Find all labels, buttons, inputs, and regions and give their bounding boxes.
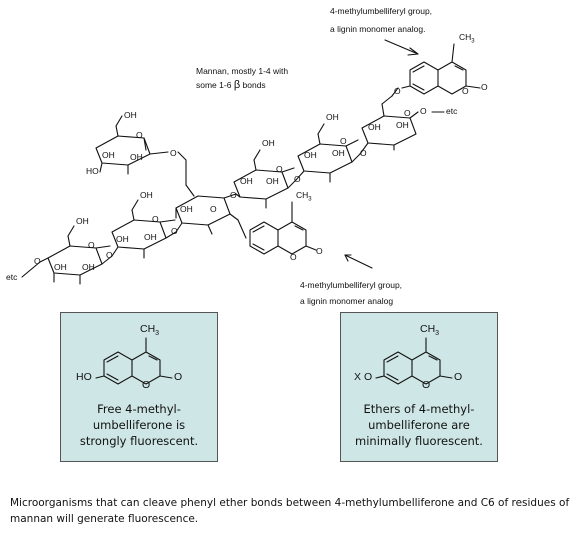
- o-atom-mid-ring: O: [290, 252, 297, 262]
- bottom-group-label-line2: a lignin monomer analog: [300, 296, 394, 306]
- ch3-label-top: CH3: [459, 32, 475, 45]
- top-coumarin: [401, 43, 481, 95]
- o-atom-ring-d: O: [210, 204, 217, 214]
- sugar-ring-c: [95, 115, 195, 197]
- oh-ring-e-2: OH: [266, 176, 279, 186]
- ether-ring-o-label: O: [422, 379, 431, 391]
- ether-box-line1: Ethers of 4-methyl-: [363, 402, 475, 416]
- ether-ch3-label: CH3: [420, 323, 440, 338]
- o-atom-link-ef: O: [294, 174, 301, 184]
- oh-ring-e-1: OH: [240, 176, 253, 186]
- oh-ring-g-2: OH: [396, 120, 409, 130]
- o-atom-link-fg: O: [360, 148, 367, 158]
- free-ho-label: HO: [76, 371, 92, 383]
- caption-text: Microorganisms that can cleave phenyl et…: [10, 497, 570, 525]
- top-group-label-line1: 4-methylumbelliferyl group,: [330, 6, 433, 16]
- o-atom-ring-g-link: O: [420, 106, 427, 116]
- oh-ring-a-c6: OH: [76, 216, 89, 226]
- free-box-line3: strongly fluorescent.: [79, 434, 199, 448]
- o-atom-link-cd: O: [170, 148, 177, 158]
- free-box-line2: umbelliferone is: [92, 418, 186, 432]
- o-atom-link-de: O: [230, 190, 237, 200]
- o-atom-ring-b: O: [152, 214, 159, 224]
- sugar-ring-d: [175, 193, 247, 239]
- middle-coumarin: [249, 201, 317, 255]
- free-ring-o-label: O: [142, 379, 151, 391]
- mannan-label-line1: Mannan, mostly 1-4 with: [196, 66, 289, 76]
- oh-ring-a-2: OH: [82, 262, 95, 272]
- sugar-ring-e: [233, 149, 297, 209]
- bottom-group-label-line1: 4-methylumbelliferyl group,: [300, 280, 403, 290]
- o-atom-link-bd: O: [171, 226, 178, 236]
- arrow-top: [384, 39, 419, 56]
- free-box-line1: Free 4-methyl-: [97, 402, 181, 416]
- ether-umbelliferone-box: Ethers of 4-methyl- umbelliferone are mi…: [340, 312, 498, 462]
- ho-ring-c: HO: [86, 166, 99, 176]
- oh-ring-f-1: OH: [304, 150, 317, 160]
- sugar-ring-b: [111, 199, 177, 259]
- oh-ring-b-c6: OH: [140, 190, 153, 200]
- free-carbonyl-o-label: O: [174, 371, 183, 383]
- oh-ring-b-2: OH: [144, 232, 157, 242]
- o-atom-top-ether: O: [394, 86, 401, 96]
- o-atom-ring-f: O: [340, 136, 347, 146]
- arrow-bottom: [344, 254, 373, 269]
- etc-label-bottom: etc: [6, 272, 18, 282]
- oh-ring-c-2: OH: [130, 152, 143, 162]
- mannan-label-line2: some 1-6 β bonds: [196, 79, 266, 91]
- o-atom-mid-carbonyl: O: [316, 246, 323, 256]
- o-atom-ring-g: O: [404, 108, 411, 118]
- etc-label-top: etc: [446, 106, 458, 116]
- ether-xo-label: X O: [354, 371, 373, 383]
- ch3-label-middle: CH3: [296, 190, 312, 203]
- oh-ring-a-1: OH: [54, 262, 67, 272]
- oh-ring-e-c6: OH: [262, 138, 275, 148]
- ether-carbonyl-o-label: O: [454, 371, 463, 383]
- top-group-label-line2: a lignin monomer analog.: [330, 24, 426, 34]
- o-atom-ring-e: O: [276, 164, 283, 174]
- o-atom-ring-a: O: [88, 240, 95, 250]
- o-atom-etc-link: O: [34, 256, 41, 266]
- sugar-ring-g: [359, 87, 445, 155]
- sugar-ring-f: [295, 123, 361, 183]
- o-atom-top-carbonyl: O: [481, 82, 488, 92]
- oh-ring-g-1: OH: [368, 122, 381, 132]
- oh-ring-d-1: OH: [180, 204, 193, 214]
- free-ch3-label: CH3: [140, 323, 160, 338]
- oh-ring-c-1: OH: [102, 150, 115, 160]
- oh-ring-c-c6: OH: [124, 110, 137, 120]
- sugar-ring-a: [21, 225, 113, 285]
- o-atom-top-ring: O: [462, 86, 469, 96]
- oh-ring-f-c6: OH: [326, 112, 339, 122]
- o-atom-link-ab: O: [106, 250, 113, 260]
- o-atom-ring-c: O: [136, 130, 143, 140]
- ether-box-line3: minimally fluorescent.: [355, 434, 483, 448]
- beta-symbol: β: [233, 79, 241, 91]
- oh-ring-b-1: OH: [116, 234, 129, 244]
- ether-box-line2: umbelliferone are: [368, 418, 470, 432]
- oh-ring-f-2: OH: [332, 148, 345, 158]
- free-umbelliferone-box: Free 4-methyl- umbelliferone is strongly…: [60, 312, 218, 462]
